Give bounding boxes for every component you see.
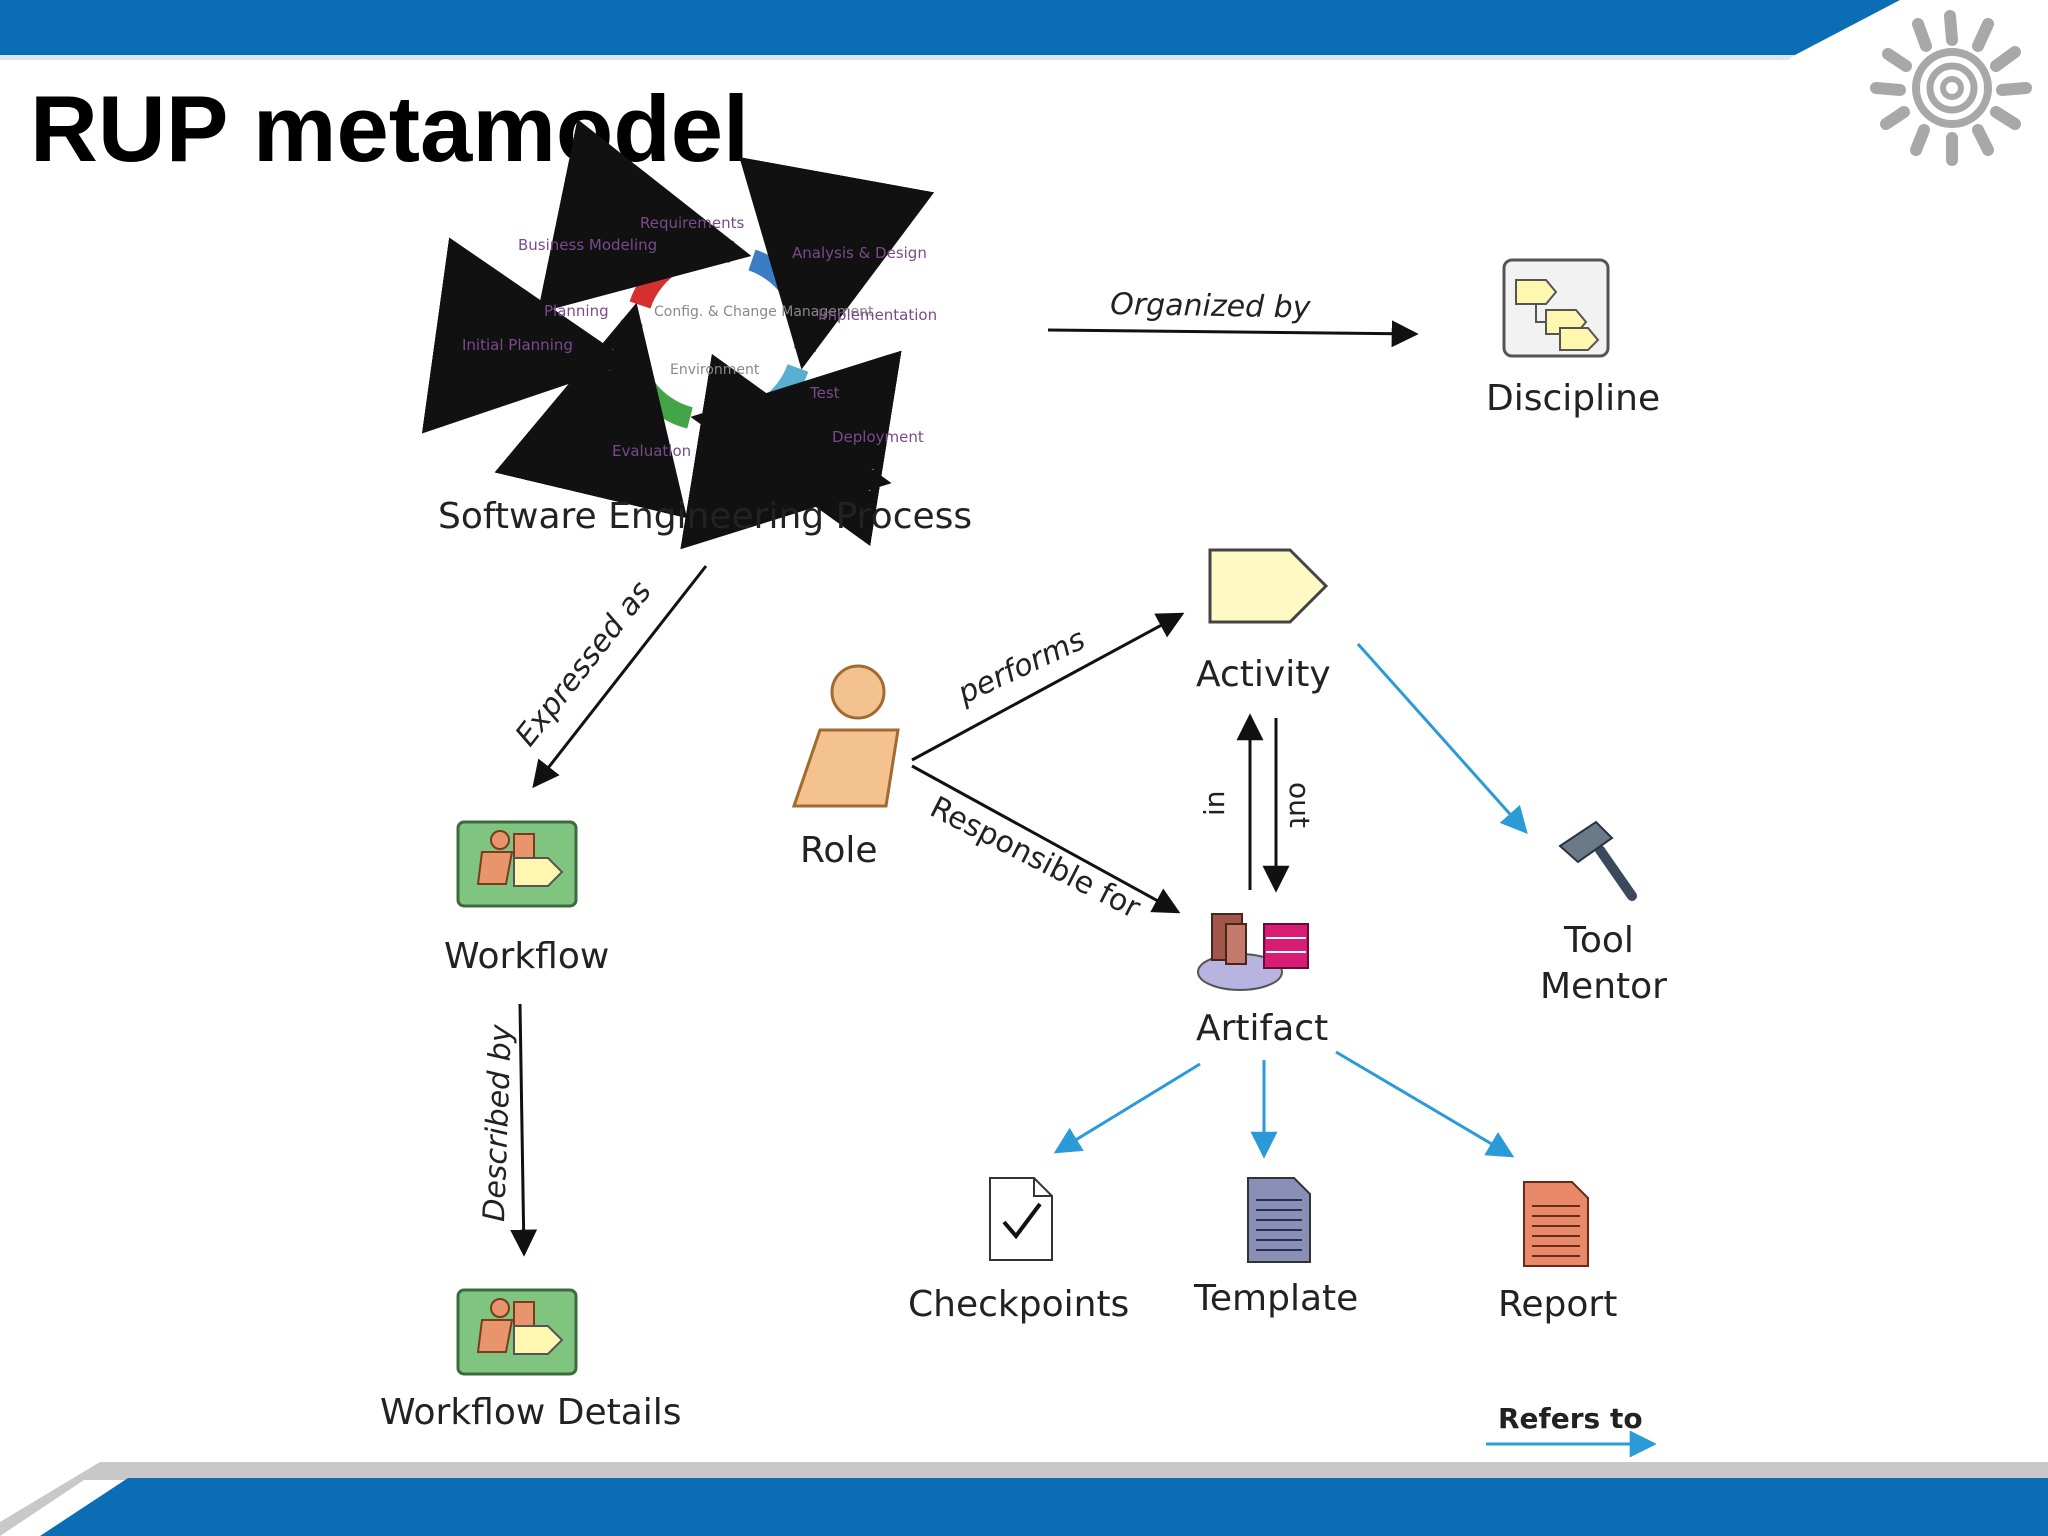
artifact-icon [1197, 913, 1309, 991]
edge-label-in: in [1198, 790, 1231, 816]
cycle-label-requirements: Requirements [640, 214, 744, 232]
cycle-label-analysis-design: Analysis & Design [792, 244, 927, 262]
process-cycle: Requirements Business Modeling Analysis … [421, 119, 972, 550]
node-label-workflow-details: Workflow Details [380, 1392, 682, 1433]
edge-responsible-for [911, 764, 1181, 914]
edge-refers-tool-mentor [1356, 643, 1528, 835]
cycle-label-evaluation: Evaluation [612, 442, 691, 460]
node-label-role: Role [800, 830, 878, 871]
cycle-label-config-mgmt: Config. & Change Management [654, 304, 874, 320]
legend-refers-to: Refers to [1498, 1402, 1643, 1435]
node-label-tool-mentor-line1: Tool [1563, 920, 1634, 961]
workflow-details-icon [456, 1288, 578, 1376]
edge-expressed-as [532, 565, 708, 789]
top-band [0, 0, 1900, 60]
cycle-label-planning: Planning [544, 302, 609, 320]
node-label-artifact: Artifact [1196, 1008, 1328, 1049]
edge-label-described-by: Described by [477, 1023, 519, 1223]
hammer-icon [1558, 820, 1637, 901]
cycle-label-initial-planning: Initial Planning [462, 336, 573, 354]
discipline-icon [1502, 258, 1610, 358]
node-label-report: Report [1498, 1284, 1617, 1325]
node-label-checkpoints: Checkpoints [908, 1284, 1129, 1325]
role-icon [791, 664, 900, 808]
cycle-label-test: Test [809, 384, 840, 402]
edge-label-organized-by: Organized by [1110, 287, 1312, 326]
node-label-template: Template [1193, 1278, 1358, 1319]
cycle-arrow-red [537, 119, 752, 314]
cycle-label-business-modeling: Business Modeling [518, 236, 657, 254]
cycle-label-implementation: Implementation [818, 306, 937, 324]
edge-label-performs: performs [952, 622, 1091, 712]
edge-organized-by [1047, 320, 1419, 348]
report-icon [1523, 1181, 1589, 1267]
bottom-band [0, 1462, 2048, 1536]
node-label-discipline: Discipline [1486, 378, 1660, 419]
activity-icon [1208, 548, 1329, 624]
edge-label-out: out [1283, 782, 1316, 828]
edge-label-expressed-as: Expressed as [509, 575, 659, 753]
edge-performs [911, 612, 1185, 762]
cycle-arrow-yellow [680, 353, 892, 550]
cycle-label-deployment: Deployment [832, 428, 924, 446]
cycle-arrow-blue [739, 157, 935, 370]
sun-spiral-icon [1870, 10, 2032, 166]
checkpoints-icon [989, 1177, 1053, 1261]
edge-described-by [510, 1003, 538, 1257]
edge-refers-checkpoints [1053, 1062, 1201, 1154]
workflow-icon [456, 820, 578, 908]
node-label-tool-mentor-line2: Mentor [1540, 966, 1667, 1007]
node-label-workflow: Workflow [444, 936, 609, 977]
cycle-arrow-purple [421, 237, 632, 434]
node-label-activity: Activity [1196, 654, 1331, 695]
process-caption: Software Engineering Process [438, 496, 972, 537]
template-icon [1247, 1177, 1311, 1263]
edge-refers-report [1335, 1050, 1515, 1158]
edge-label-responsible-for: Responsible for [924, 790, 1146, 926]
cycle-label-environment: Environment [670, 362, 760, 378]
